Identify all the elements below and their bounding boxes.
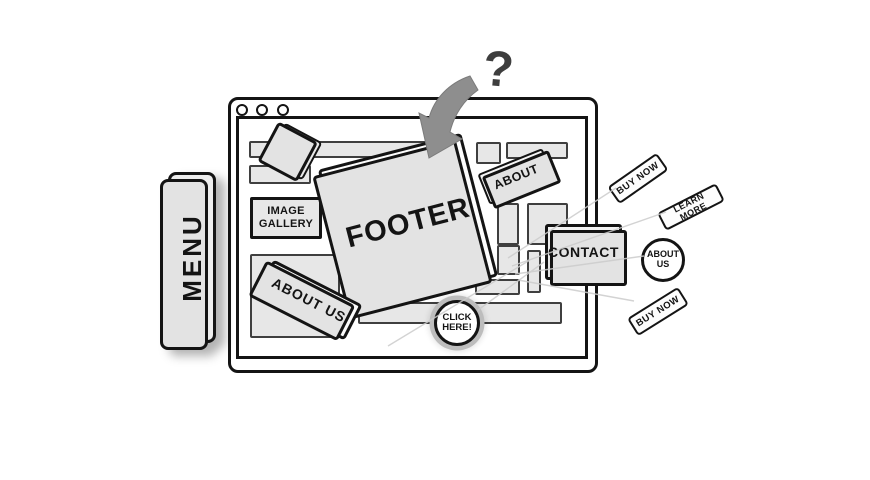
about-us-circle-button[interactable]: ABOUT US [641, 238, 685, 282]
window-dot-icon [256, 104, 269, 116]
contact-button-label: CONTACT [548, 244, 619, 260]
menu-sign[interactable]: MENU [168, 172, 216, 343]
click-here-line2: HERE! [442, 322, 472, 333]
question-mark: ? [480, 39, 516, 99]
about-button-label: ABOUT [491, 161, 541, 192]
content-placeholder-block [527, 250, 541, 293]
buy-now-bottom-label: BUY NOW [634, 293, 682, 330]
content-placeholder-block [476, 142, 501, 164]
about-us-circle-line2: US [656, 259, 670, 269]
image-gallery-label-line2: GALLERY [258, 218, 314, 230]
image-gallery-box[interactable]: IMAGE GALLERY [250, 197, 322, 239]
click-here-badge[interactable]: CLICK HERE! [434, 300, 480, 346]
learn-more-button[interactable]: LEARN MORE [657, 183, 725, 231]
menu-label: MENU [176, 213, 207, 302]
buy-now-button-bottom[interactable]: BUY NOW [626, 286, 690, 337]
window-dot-icon [236, 104, 248, 116]
contact-button[interactable]: CONTACT [545, 224, 622, 280]
buy-now-button-top[interactable]: BUY NOW [607, 152, 669, 205]
window-controls [236, 103, 293, 121]
image-gallery-label-line1: IMAGE [267, 205, 305, 218]
content-placeholder-block [497, 245, 520, 275]
content-placeholder-block [497, 203, 519, 245]
window-dot-icon [276, 104, 289, 116]
buy-now-top-label: BUY NOW [614, 159, 662, 198]
learn-more-label: LEARN MORE [671, 190, 709, 223]
footer-label: FOOTER [342, 191, 474, 254]
